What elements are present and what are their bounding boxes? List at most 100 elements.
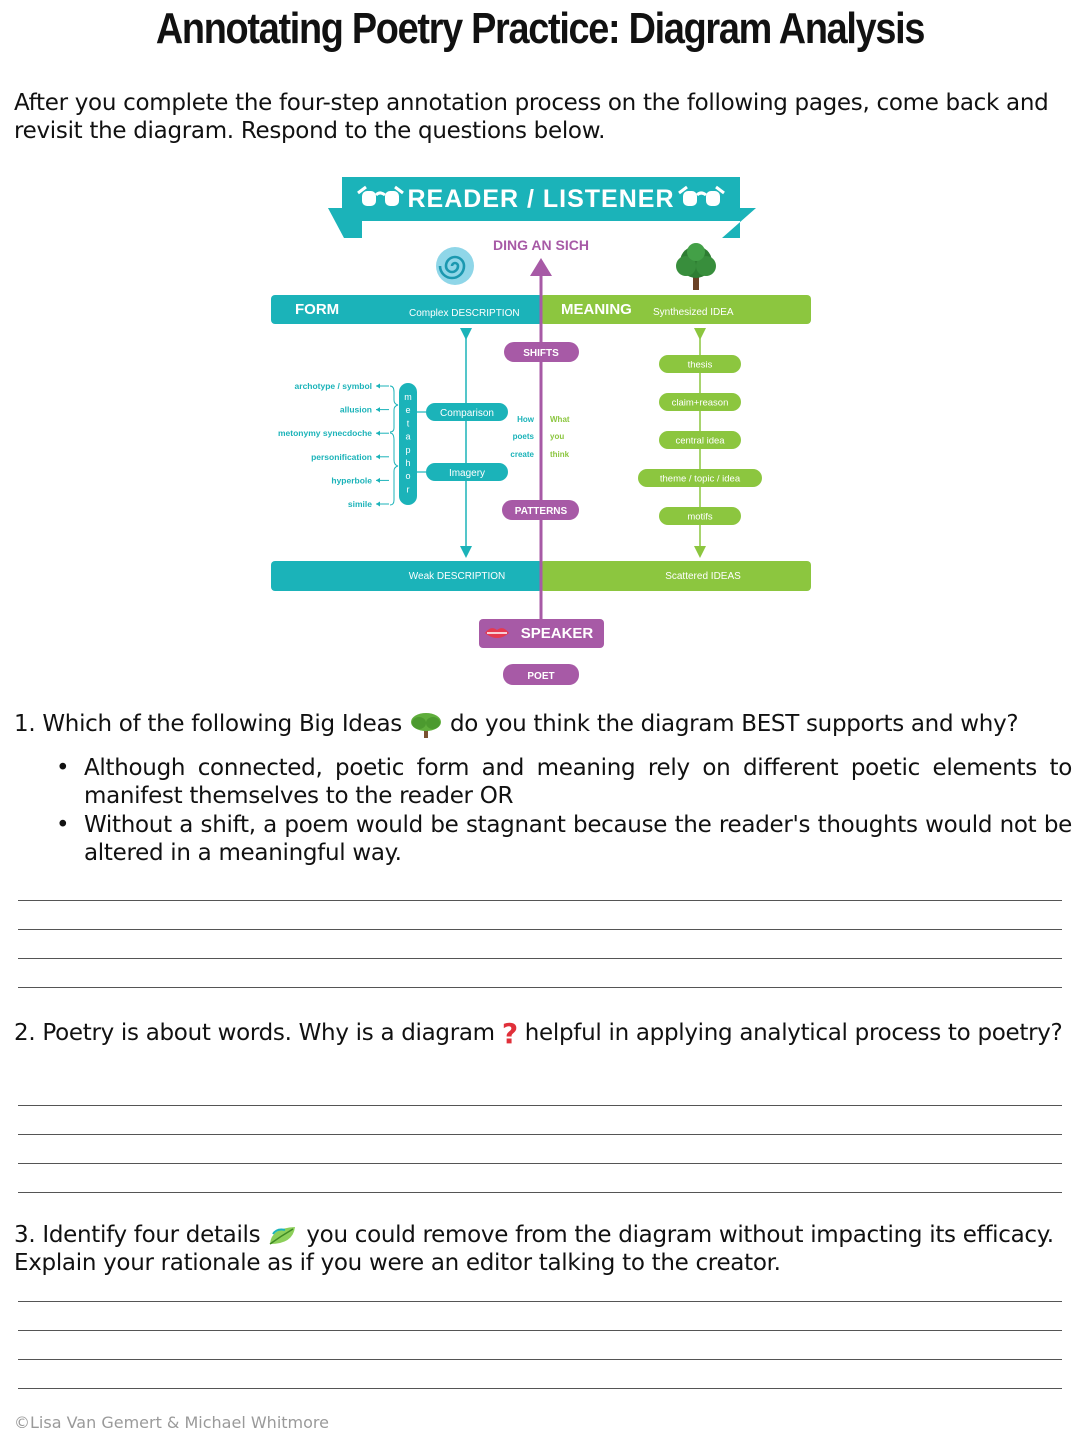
page-title: Annotating Poetry Practice: Diagram Anal… (155, 4, 926, 53)
device-label: personification (311, 452, 372, 462)
device-label: allusion (340, 405, 372, 415)
meaning-label: MEANING (561, 301, 632, 318)
meaning-item-label: theme / topic / idea (660, 474, 741, 485)
intro-text: After you complete the four-step annotat… (14, 90, 1049, 144)
lips-icon (485, 628, 509, 638)
answer-line[interactable] (18, 958, 1062, 959)
meaning-item-label: motifs (687, 512, 713, 523)
meaning-sub-label: Synthesized IDEA (653, 307, 734, 318)
device-arrowhead (376, 501, 380, 507)
how-poets-create-3: create (510, 450, 534, 459)
tree-icon (676, 243, 716, 290)
how-poets-create-1: How (517, 415, 535, 424)
option-1: Although connected, poetic form and mean… (56, 754, 1072, 810)
sunglasses-icon (678, 185, 725, 206)
answer-line[interactable] (18, 929, 1062, 930)
comparison-pill (426, 403, 508, 421)
weak-description-label: Weak DESCRIPTION (409, 571, 506, 582)
metaphor-letter: p (405, 445, 410, 455)
question-3-text-end: you could remove from the diagram withou… (14, 1222, 1054, 1276)
answer-line[interactable] (18, 1359, 1062, 1360)
device-label: hyperbole (331, 475, 372, 485)
patterns-label: PATTERNS (515, 506, 568, 517)
device-label: archotype / symbol (295, 381, 372, 391)
question-3-text-start: 3. Identify four details (14, 1222, 261, 1248)
answer-line[interactable] (18, 1163, 1062, 1164)
meaning-item-pill (659, 431, 741, 449)
device-arrowhead (376, 383, 380, 389)
ding-an-sich-label: DING AN SICH (493, 237, 589, 253)
sunglasses-icon (357, 185, 404, 206)
answer-line[interactable] (18, 1301, 1062, 1302)
reader-listener-banner: READER / LISTENER (328, 177, 756, 238)
copyright-footer: ©Lisa Van Gemert & Michael Whitmore (14, 1413, 329, 1432)
what-you-think-3: think (550, 450, 570, 459)
metaphor-letter: h (405, 458, 410, 468)
meaning-item-pill (638, 469, 762, 487)
metaphor-letter: e (405, 405, 410, 415)
answer-line[interactable] (18, 987, 1062, 988)
meaning-bar (540, 295, 811, 324)
metaphor-letter: a (405, 432, 410, 442)
imagery-pill (426, 463, 508, 481)
leaf-icon (269, 1226, 296, 1245)
scattered-ideas-bar (540, 561, 811, 591)
answer-line[interactable] (18, 1330, 1062, 1331)
what-you-think-2: you (550, 432, 564, 441)
metaphor-letter: o (405, 471, 410, 481)
speaker-label: SPEAKER (521, 625, 594, 642)
answer-line[interactable] (18, 900, 1062, 901)
metaphor-pill (399, 383, 417, 505)
form-bar (271, 295, 543, 324)
poet-label: POET (527, 671, 554, 682)
answer-line[interactable] (18, 1192, 1062, 1193)
how-poets-create-2: poets (513, 432, 535, 441)
meaning-item-pill (659, 355, 741, 373)
answer-line[interactable] (18, 1105, 1062, 1106)
metaphor-letter: m (404, 392, 412, 402)
device-label: simile (348, 499, 372, 509)
meaning-item-label: thesis (688, 360, 713, 371)
question-1-text-start: 1. Which of the following Big Ideas (14, 711, 402, 737)
meaning-item-label: central idea (675, 436, 725, 447)
metaphor-letter: r (407, 484, 410, 494)
meaning-item-pill (659, 507, 741, 525)
device-arrowhead (376, 407, 380, 413)
banner-label: READER / LISTENER (407, 185, 674, 213)
spiral-icon (436, 247, 474, 285)
answer-line[interactable] (18, 1134, 1062, 1135)
poet-pill (503, 664, 579, 685)
form-sub-label: Complex DESCRIPTION (409, 308, 520, 319)
question-3: 3. Identify four details you could remov… (14, 1221, 1072, 1277)
question-2-text-start: 2. Poetry is about words. Why is a diagr… (14, 1020, 495, 1046)
poetry-diagram: READER / LISTENER DING AN SICH FORM Comp… (271, 177, 811, 685)
device-arrowhead (376, 477, 380, 483)
device-arrowhead (376, 454, 380, 460)
patterns-pill (502, 500, 579, 520)
question-1-text-end: do you think the diagram BEST supports a… (449, 711, 1019, 737)
question-2-text-end: helpful in applying analytical process t… (524, 1020, 1063, 1046)
question-1-options: Although connected, poetic form and mean… (56, 754, 1072, 868)
tree-icon (410, 712, 441, 738)
central-arrow-head (530, 258, 552, 276)
weak-description-bar (271, 561, 543, 591)
shifts-pill (504, 342, 579, 362)
question-2: 2. Poetry is about words. Why is a diagr… (14, 1019, 1072, 1048)
question-mark-icon: ? (501, 1016, 518, 1050)
meaning-item-pill (659, 393, 741, 411)
imagery-label: Imagery (449, 468, 485, 479)
option-2: Without a shift, a poem would be stagnan… (56, 811, 1072, 867)
what-you-think-1: What (550, 415, 570, 424)
answer-line[interactable] (18, 1388, 1062, 1389)
form-label: FORM (295, 301, 339, 318)
device-labels: archotype / symbol allusion metonymy synec… (278, 381, 389, 509)
speaker-box (479, 619, 604, 648)
shifts-label: SHIFTS (523, 348, 559, 359)
comparison-label: Comparison (440, 408, 494, 419)
scattered-ideas-label: Scattered IDEAS (665, 571, 741, 582)
device-label: metonymy synecdoche (278, 428, 372, 438)
meaning-item-label: claim+reason (672, 398, 729, 409)
question-1: 1. Which of the following Big Ideas do y… (14, 710, 1072, 739)
metaphor-letter: t (407, 418, 410, 428)
